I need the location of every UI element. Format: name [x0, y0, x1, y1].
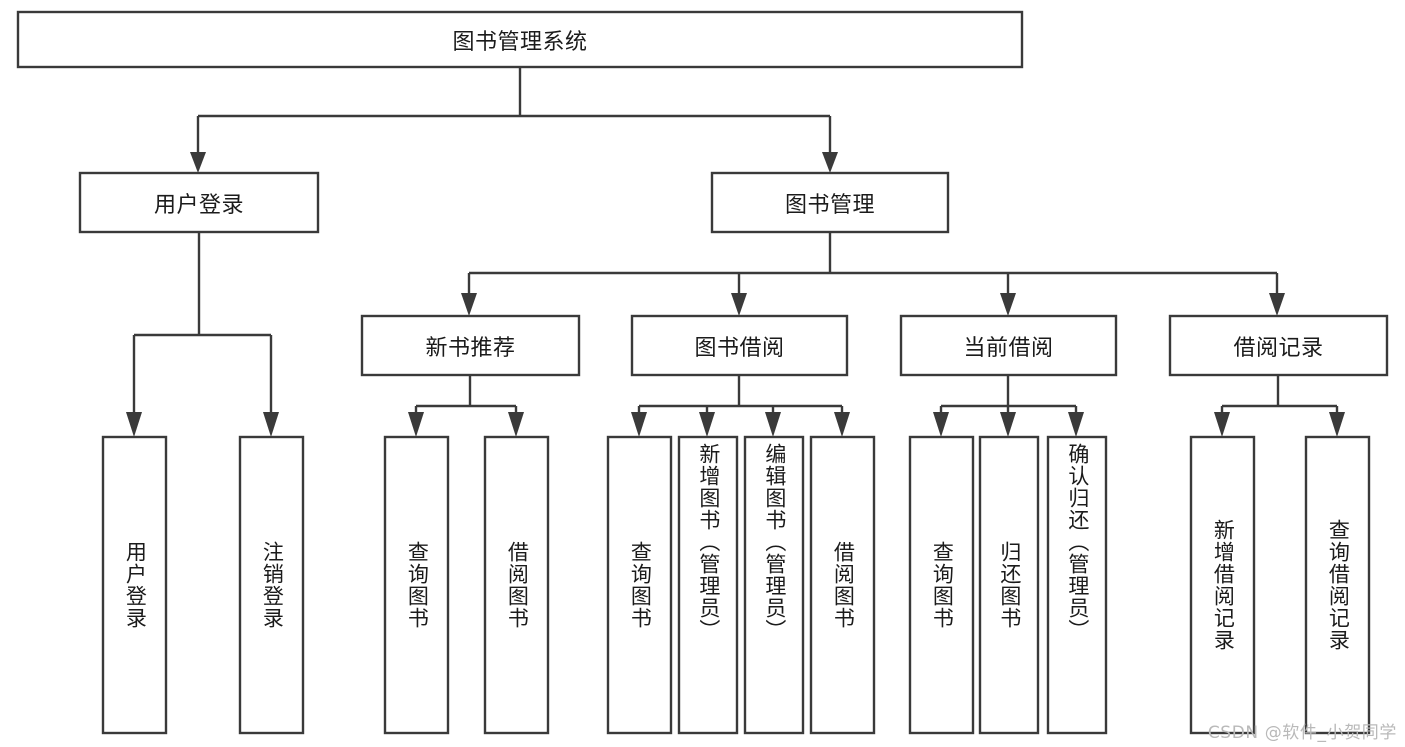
arrowhead-level3-3	[1000, 293, 1016, 316]
node-box-level3-2[interactable]	[630, 314, 849, 377]
node-box-level3-1[interactable]	[360, 314, 581, 377]
arrowhead-record-leaf-2	[1329, 412, 1345, 437]
arrowhead-current-leaf-2	[1000, 412, 1016, 437]
node-box-leaf-2[interactable]	[238, 435, 305, 735]
node-box-leaf-3[interactable]	[383, 435, 450, 735]
node-box-leaf-1[interactable]	[101, 435, 168, 735]
arrowhead-level2-1	[190, 152, 206, 173]
node-box-root[interactable]	[16, 10, 1024, 69]
arrowhead-borrow-leaf-1	[631, 412, 647, 437]
node-box-leaf-8[interactable]	[809, 435, 876, 735]
arrowhead-borrow-leaf-2	[699, 412, 715, 437]
node-box-leaf-4[interactable]	[483, 435, 550, 735]
node-box-leaf-12[interactable]	[1189, 435, 1256, 735]
node-box-leaf-5[interactable]	[606, 435, 673, 735]
arrowhead-level3-4	[1269, 293, 1285, 316]
node-box-level3-3[interactable]	[899, 314, 1118, 377]
arrowhead-level2-2	[822, 152, 838, 173]
arrowhead-level3-2	[731, 293, 747, 316]
arrowhead-login-leaf-2	[263, 412, 279, 437]
node-box-level2-2[interactable]	[710, 171, 950, 234]
arrowhead-record-leaf-1	[1214, 412, 1230, 437]
arrowhead-login-leaf-1	[126, 412, 142, 437]
node-box-level3-4[interactable]	[1168, 314, 1389, 377]
arrowhead-current-leaf-3	[1068, 412, 1084, 437]
node-box-level2-1[interactable]	[78, 171, 320, 234]
arrowhead-borrow-leaf-4	[834, 412, 850, 437]
node-box-leaf-7[interactable]	[743, 435, 805, 735]
arrowhead-newbook-leaf-2	[508, 412, 524, 437]
arrowhead-current-leaf-1	[933, 412, 949, 437]
node-box-leaf-9[interactable]	[908, 435, 975, 735]
arrowhead-borrow-leaf-3	[765, 412, 781, 437]
node-box-leaf-11[interactable]	[1046, 435, 1108, 735]
node-box-leaf-13[interactable]	[1304, 435, 1371, 735]
arrowhead-newbook-leaf-1	[408, 412, 424, 437]
arrowhead-level3-1	[461, 293, 477, 316]
node-box-leaf-10[interactable]	[978, 435, 1040, 735]
node-box-leaf-6[interactable]	[677, 435, 739, 735]
